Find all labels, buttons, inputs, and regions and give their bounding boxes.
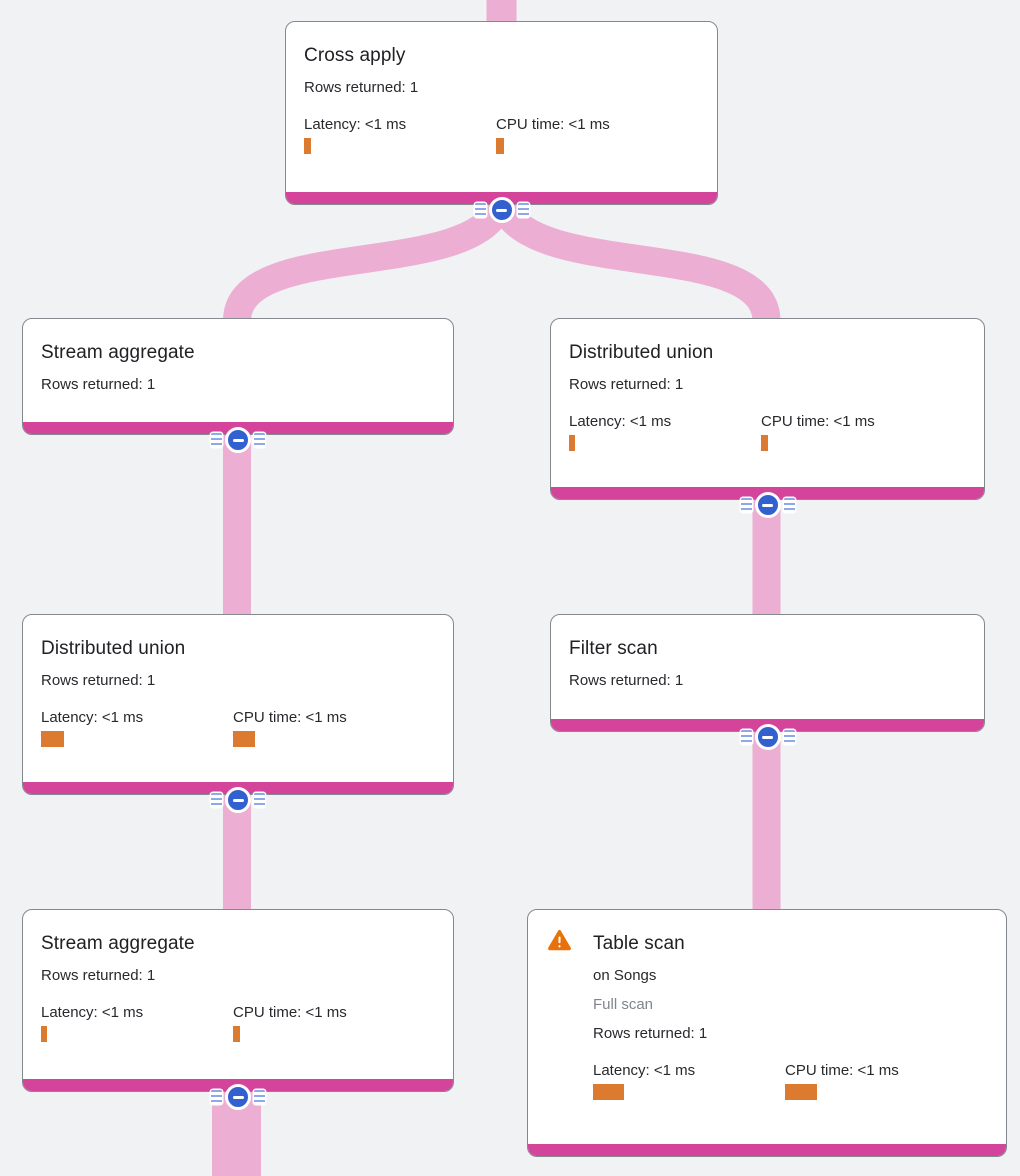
collapse-stripes-right: [783, 498, 795, 512]
cpu-time-label: CPU time: <1 ms: [785, 1062, 899, 1079]
latency-bar: [41, 731, 64, 747]
node-title: Stream aggregate: [41, 342, 195, 363]
plan-node-cross-apply[interactable]: Cross apply Rows returned: 1 Latency: <1…: [285, 21, 718, 205]
cpu-time-label: CPU time: <1 ms: [233, 1004, 347, 1021]
rows-returned: Rows returned: 1: [569, 672, 684, 689]
minus-icon: [754, 724, 781, 750]
collapse-stripes-left: [740, 498, 752, 512]
node-footer-bar: [528, 1144, 1006, 1156]
collapse-stripes-left: [211, 1090, 222, 1104]
latency-label: Latency: <1 ms: [304, 116, 407, 133]
collapse-stripes-right: [254, 433, 265, 447]
scan-target: on Songs: [593, 967, 657, 984]
latency-label: Latency: <1 ms: [593, 1062, 696, 1079]
node-title: Distributed union: [569, 342, 714, 363]
collapse-button-filter-scan[interactable]: [740, 724, 795, 750]
latency-label: Latency: <1 ms: [41, 709, 144, 726]
collapse-button-stream-aggregate-bottom[interactable]: [211, 1084, 265, 1110]
node-title: Filter scan: [569, 638, 658, 659]
collapse-stripes-left: [740, 730, 752, 744]
latency-label: Latency: <1 ms: [569, 413, 672, 430]
minus-icon: [225, 1084, 251, 1110]
warning-icon: [548, 929, 571, 951]
cpu-time-bar: [785, 1084, 817, 1100]
cpu-time-bar: [233, 731, 255, 747]
plan-node-distributed-union-right[interactable]: Distributed union Rows returned: 1 Laten…: [550, 318, 985, 500]
minus-icon: [225, 427, 251, 453]
collapse-stripes-right: [783, 730, 795, 744]
rows-returned: Rows returned: 1: [41, 672, 156, 689]
node-title: Cross apply: [304, 45, 406, 66]
node-title: Table scan: [593, 933, 685, 954]
cpu-time-bar: [496, 138, 504, 154]
collapse-button-distributed-union-right[interactable]: [740, 492, 795, 518]
collapse-stripes-right: [254, 793, 265, 807]
cpu-time-bar: [761, 435, 768, 451]
plan-node-distributed-union-left[interactable]: Distributed union Rows returned: 1 Laten…: [22, 614, 454, 795]
latency-bar: [569, 435, 575, 451]
cpu-time-label: CPU time: <1 ms: [761, 413, 875, 430]
minus-icon: [225, 787, 251, 813]
cpu-time-label: CPU time: <1 ms: [496, 116, 610, 133]
latency-bar: [304, 138, 311, 154]
plan-node-filter-scan[interactable]: Filter scan Rows returned: 1: [550, 614, 985, 732]
latency-label: Latency: <1 ms: [41, 1004, 144, 1021]
edge-cross-apply-to-stream-aggregate-top: [223, 199, 512, 323]
collapse-button-cross-apply[interactable]: [474, 197, 529, 223]
collapse-stripes-right: [254, 1090, 265, 1104]
cpu-time-bar: [233, 1026, 240, 1042]
collapse-stripes-left: [211, 793, 222, 807]
latency-bar: [41, 1026, 47, 1042]
collapse-button-stream-aggregate-top[interactable]: [211, 427, 265, 453]
collapse-stripes-right: [517, 203, 529, 217]
cpu-time-label: CPU time: <1 ms: [233, 709, 347, 726]
node-title: Distributed union: [41, 638, 186, 659]
edge-cross-apply-to-distributed-union-right: [491, 199, 781, 323]
collapse-stripes-left: [211, 433, 222, 447]
minus-icon: [488, 197, 515, 223]
plan-node-table-scan[interactable]: Table scan on Songs Full scan Rows retur…: [527, 909, 1007, 1157]
minus-icon: [754, 492, 781, 518]
scan-type: Full scan: [593, 996, 654, 1013]
latency-bar: [593, 1084, 624, 1100]
rows-returned: Rows returned: 1: [569, 376, 684, 393]
rows-returned: Rows returned: 1: [41, 376, 156, 393]
rows-returned: Rows returned: 1: [593, 1025, 708, 1042]
plan-node-stream-aggregate-top[interactable]: Stream aggregate Rows returned: 1: [22, 318, 454, 435]
collapse-button-distributed-union-left[interactable]: [211, 787, 265, 813]
node-title: Stream aggregate: [41, 933, 195, 954]
rows-returned: Rows returned: 1: [41, 967, 156, 984]
plan-node-stream-aggregate-bottom[interactable]: Stream aggregate Rows returned: 1 Latenc…: [22, 909, 454, 1092]
rows-returned: Rows returned: 1: [304, 79, 419, 96]
collapse-stripes-left: [474, 203, 486, 217]
